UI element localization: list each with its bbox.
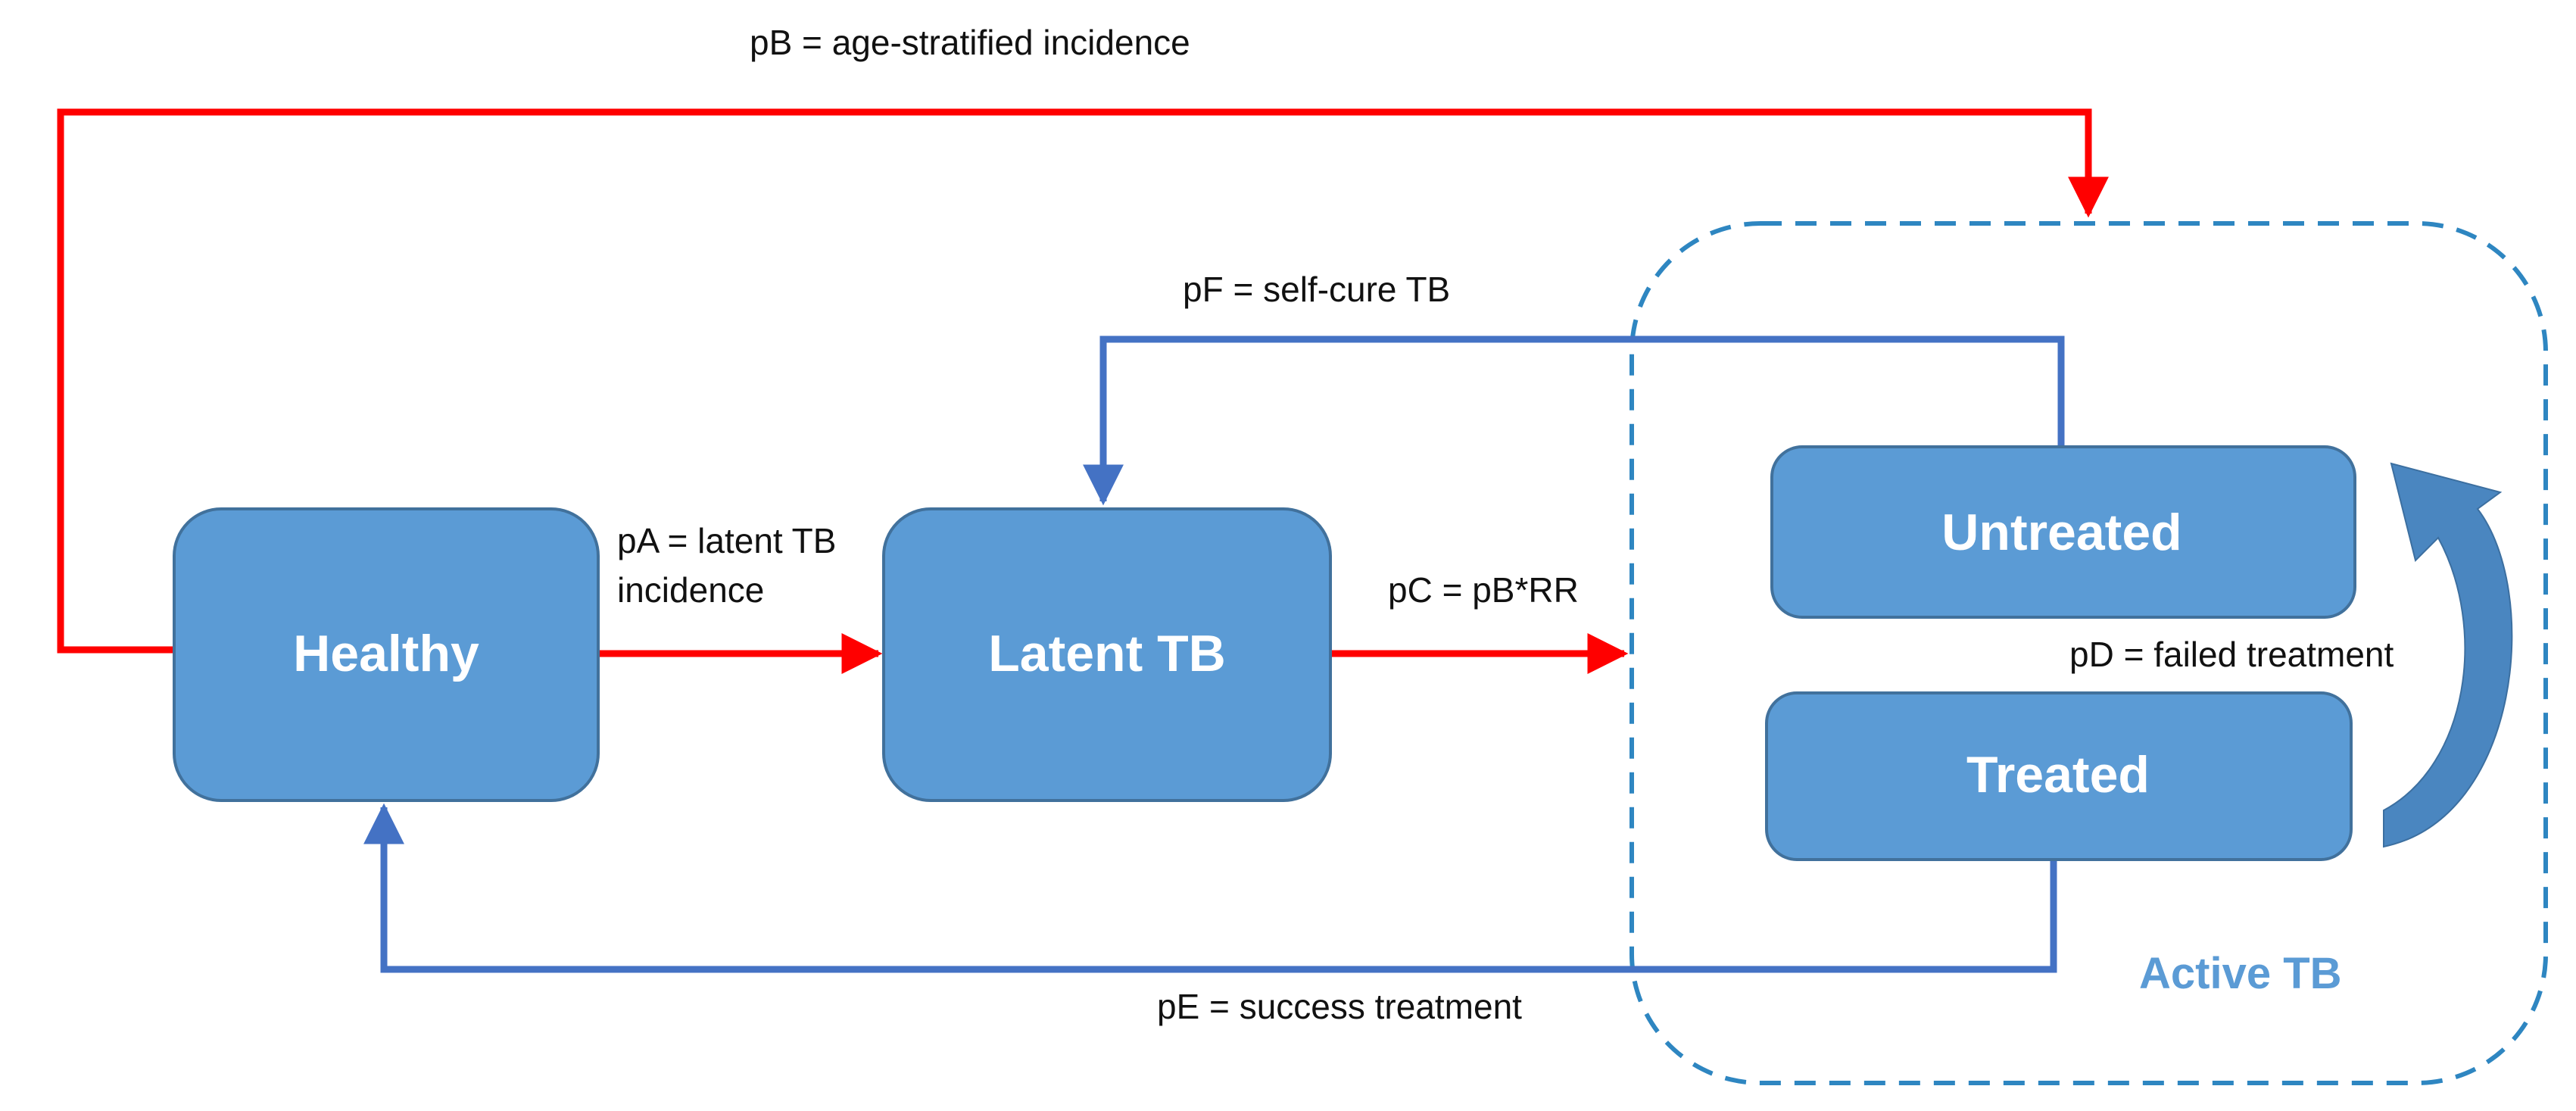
edge-label-pC: pC = pB*RR <box>1388 570 1579 610</box>
node-healthy: Healthy <box>173 507 600 802</box>
node-treated: Treated <box>1765 691 2353 861</box>
edge-label-pB: pB = age-stratified incidence <box>750 23 1190 62</box>
node-healthy-label: Healthy <box>293 625 479 682</box>
active-tb-group-border <box>1629 221 2548 1085</box>
edge-pB-arrow <box>57 108 2109 654</box>
node-untreated-label: Untreated <box>1941 504 2181 561</box>
edge-label-pE: pE = success treatment <box>1157 987 1522 1026</box>
active-tb-group-label: Active TB <box>2139 949 2342 998</box>
node-treated-label: Treated <box>1966 746 2150 804</box>
edge-label-pD: pD = failed treatment <box>2069 635 2394 674</box>
node-latent-tb-label: Latent TB <box>988 625 1226 682</box>
edge-pD-curved-arrow <box>2383 462 2513 848</box>
node-untreated: Untreated <box>1770 445 2356 619</box>
edge-label-pA-line2: incidence <box>617 570 764 610</box>
edge-label-pF: pF = self-cure TB <box>1183 270 1450 309</box>
edge-pE-arrow <box>363 803 2057 973</box>
edge-label-pA-line1: pA = latent TB <box>617 521 836 560</box>
edge-pF-arrow <box>1083 335 2065 506</box>
node-latent-tb: Latent TB <box>882 507 1332 802</box>
